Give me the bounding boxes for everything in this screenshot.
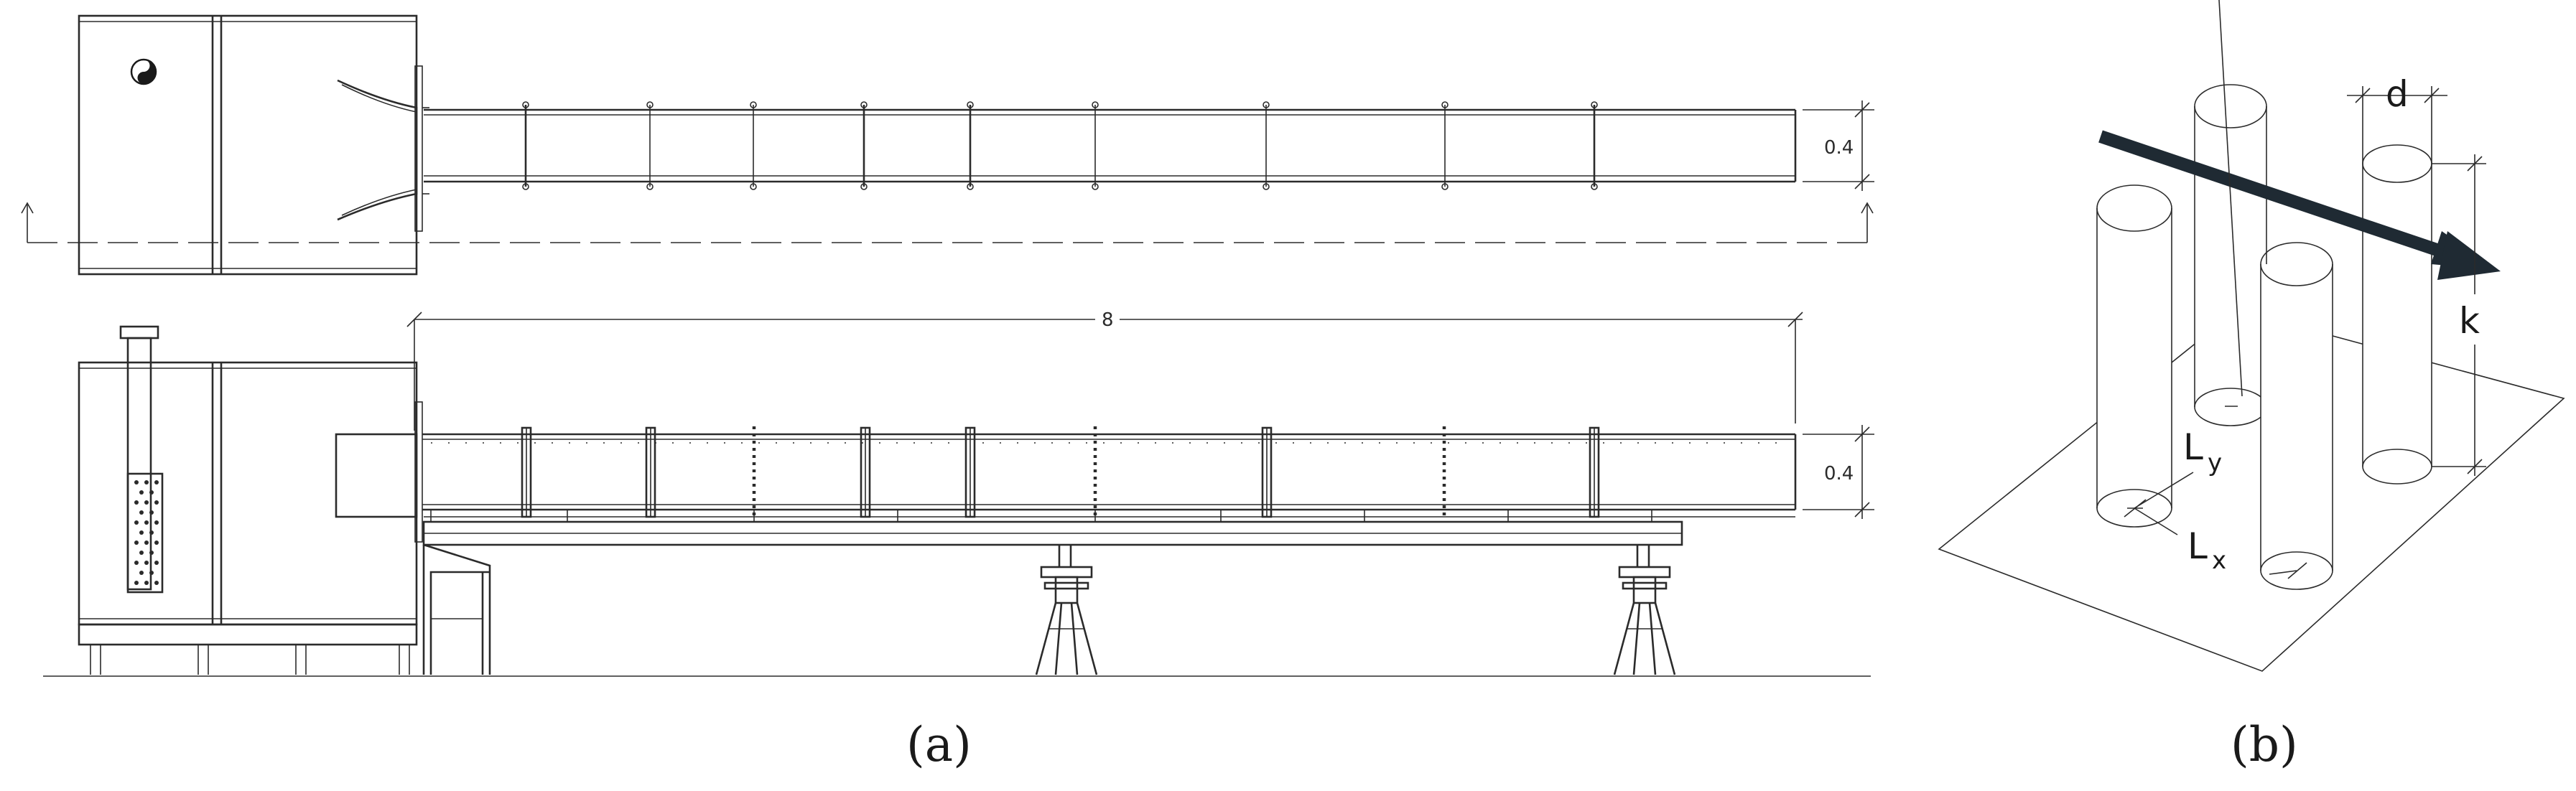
caption-b: (b) <box>2231 717 2298 772</box>
perforation-dots <box>134 480 159 585</box>
ramp-support <box>422 543 491 675</box>
dimension-height-top <box>1803 100 1874 191</box>
tunnel-side-view: 8 <box>43 309 1874 677</box>
cylinder-back <box>2194 84 2267 426</box>
label-diameter: d <box>2386 73 2409 115</box>
label-spacing-x: L <box>2187 525 2208 567</box>
dimension-height-top-label: 0.4 <box>1824 137 1854 159</box>
wind-direction-arrow-icon <box>2098 130 2501 280</box>
label-spacing-x-subscript: x <box>2212 546 2226 575</box>
chimney <box>126 337 152 591</box>
dimension-diameter <box>2347 86 2447 164</box>
bellmouth-top <box>337 79 418 221</box>
dimension-height-side-label: 0.4 <box>1824 463 1854 485</box>
dimension-length-label: 8 <box>1102 309 1114 331</box>
label-spacing-y-subscript: y <box>2208 449 2222 477</box>
cylinder-front <box>2260 242 2333 590</box>
tunnel-top-view: 0.4 <box>21 14 1874 276</box>
label-spacing-y: L <box>2183 426 2203 468</box>
jack-stand-1 <box>1035 545 1098 675</box>
section-line <box>21 202 1874 243</box>
spacing-markers <box>2124 0 2307 579</box>
caption-a: (a) <box>906 717 972 772</box>
cylinder-right <box>2362 144 2432 485</box>
roughness-panel: d k L y L x <box>1938 0 2565 672</box>
cylinder-left <box>2096 184 2172 528</box>
fan-icon <box>130 58 157 85</box>
fan-box-side <box>78 361 418 626</box>
dimension-height-side <box>1803 425 1874 519</box>
label-height: k <box>2459 300 2480 342</box>
jack-stand-2 <box>1613 545 1676 675</box>
perforated-plate <box>126 472 164 594</box>
fan-box-top <box>78 14 418 276</box>
duct-flanges-top <box>522 101 1598 190</box>
duct-inlet-section <box>335 433 418 518</box>
